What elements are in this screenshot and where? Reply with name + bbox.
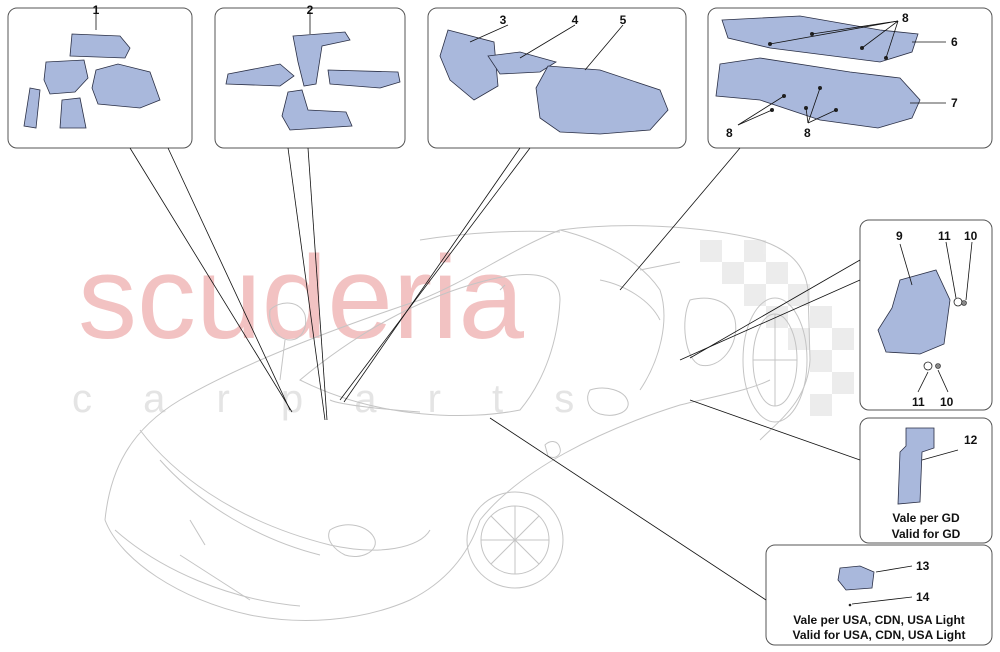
callout-numbers: 1 2 3 4 5 6 7 8 8 8 9 11 10 11 10 12 13 … <box>93 3 978 604</box>
callout-10-lower: 10 <box>940 395 954 409</box>
callout-8-top: 8 <box>902 11 909 25</box>
panel-part-2 <box>214 7 406 149</box>
callout-9: 9 <box>896 229 903 243</box>
callout-14: 14 <box>916 590 930 604</box>
washer-11-lower <box>923 361 933 371</box>
insulation-piece-1b <box>43 59 89 95</box>
note-usa-italian: Vale per USA, CDN, USA Light <box>793 613 965 627</box>
callout-10-upper: 10 <box>964 229 978 243</box>
callout-7: 7 <box>951 96 958 110</box>
insulation-block-5 <box>535 65 669 135</box>
callout-11-upper: 11 <box>938 229 951 243</box>
watermark-sub: c a r p a r t s <box>72 377 594 421</box>
callout-8-mid: 8 <box>804 126 811 140</box>
callout-6: 6 <box>951 35 958 49</box>
screw-10-upper <box>961 300 967 306</box>
insulation-part-9 <box>877 269 951 355</box>
callout-5: 5 <box>620 13 627 27</box>
car-outline <box>104 225 811 621</box>
callout-11-lower: 11 <box>912 395 925 409</box>
note-gd-english: Valid for GD <box>892 527 961 541</box>
panel-part-3-4-5 <box>427 7 687 149</box>
callout-12: 12 <box>964 433 978 447</box>
panel-part-1 <box>7 7 193 149</box>
insulation-part-12 <box>897 427 935 505</box>
callout-2: 2 <box>307 3 314 17</box>
insulation-piece-2d <box>281 89 353 131</box>
note-gd-italian: Vale per GD <box>892 511 960 525</box>
insulation-panel-6 <box>721 15 919 63</box>
insulation-piece-2a <box>292 31 351 87</box>
insulation-piece-2c <box>327 69 401 89</box>
panel-part-12: Vale per GD Valid for GD <box>859 417 993 544</box>
insulation-block-3 <box>439 29 499 101</box>
watermark: scuderia c a r p a r t s <box>72 232 594 421</box>
panel-part-13-14: Vale per USA, CDN, USA Light Valid for U… <box>765 544 993 646</box>
panel-part-9-10-11 <box>859 219 993 411</box>
panel-frame-12 <box>859 417 993 544</box>
callout-3: 3 <box>500 13 507 27</box>
panel-part-6-7-8 <box>707 7 993 149</box>
watermark-brand: scuderia <box>78 232 524 364</box>
callout-4: 4 <box>572 13 579 27</box>
callout-1: 1 <box>93 3 100 17</box>
checkered-flag-watermark <box>700 240 854 416</box>
note-usa-english: Valid for USA, CDN, USA Light <box>793 628 966 642</box>
insulation-piece-1d <box>23 87 41 129</box>
callout-13: 13 <box>916 559 930 573</box>
washer-11-upper <box>953 297 963 307</box>
insulation-piece-2b <box>225 63 295 87</box>
insulation-piece-1a <box>69 33 131 59</box>
leader-lines <box>95 12 973 605</box>
insulation-part-13 <box>837 565 875 591</box>
callout-8-left: 8 <box>726 126 733 140</box>
insulation-piece-1c <box>91 63 161 109</box>
insulation-piece-1e <box>59 97 87 129</box>
panel-frame-13-14 <box>765 544 993 646</box>
screw-10-lower <box>935 363 941 369</box>
fastener-14 <box>848 603 852 607</box>
